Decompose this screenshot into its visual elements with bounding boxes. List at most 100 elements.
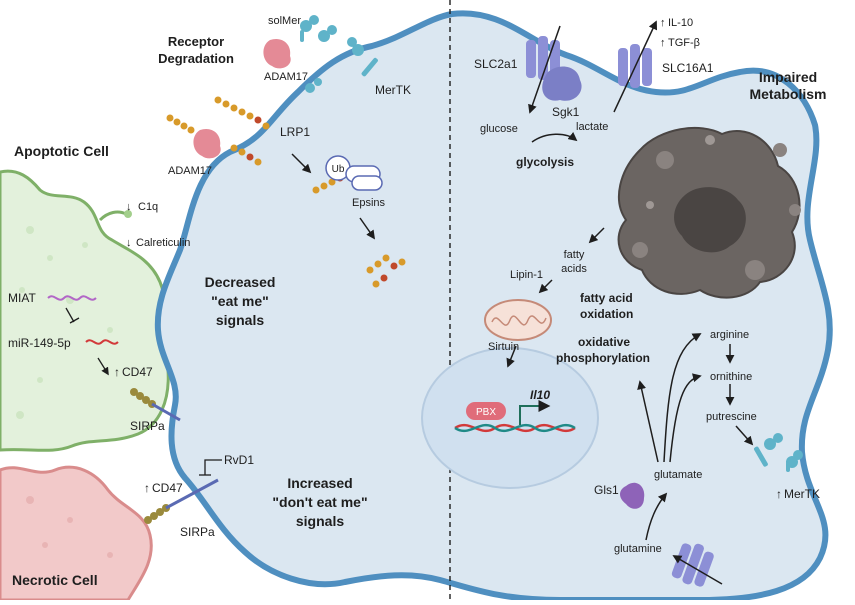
adam17-left-label: ADAM17 <box>168 165 212 177</box>
receptor-degradation-label-2: Degradation <box>158 51 234 66</box>
impaired-label-1: Impaired <box>759 69 817 85</box>
cd47-bottom-arrow: ↑ <box>144 481 150 495</box>
il10-label: IL-10 <box>668 17 693 29</box>
increased-label-1: Increased <box>287 475 352 491</box>
sirtuin-label: Sirtuin <box>488 341 519 353</box>
miat-squiggle <box>47 295 97 301</box>
glutamine-label: glutamine <box>614 543 662 555</box>
oxphos-label-1: oxidative <box>578 335 630 349</box>
mertk-receptor-bottom <box>753 433 783 467</box>
epsins-protein-2 <box>351 175 383 191</box>
calreticulin-arrow: ↓ <box>126 237 132 249</box>
nucleus <box>421 347 599 489</box>
glycolysis-label: glycolysis <box>516 155 574 169</box>
necrotic-debris <box>617 127 801 299</box>
slc16a1-label: SLC16A1 <box>662 61 714 75</box>
decreased-label-2: "eat me" <box>211 293 269 309</box>
calreticulin-label: Calreticulin <box>136 237 190 249</box>
lipin1-label: Lipin-1 <box>510 269 543 281</box>
sirpa-receptor-top <box>151 402 181 422</box>
lrp1-label: LRP1 <box>280 125 310 139</box>
glycolysis-arrow <box>531 131 578 143</box>
gls1-label: Gls1 <box>594 483 619 497</box>
adam17-top-label: ADAM17 <box>264 71 308 83</box>
sirpa-top-label: SIRPa <box>130 419 165 433</box>
mertk-bottom-arrow: ↑ <box>776 487 782 501</box>
fatty-acids-label-2: acids <box>561 263 587 275</box>
dna-helix <box>454 423 576 433</box>
lrp1-internalize-arrow <box>291 153 312 174</box>
sgk1-label: Sgk1 <box>552 105 580 119</box>
sgk1-protein <box>542 66 582 101</box>
pbx-label: PBX <box>476 407 496 418</box>
pbx-protein <box>466 402 506 420</box>
c1q-head <box>124 210 132 218</box>
sirpa-receptor-bottom <box>165 478 219 510</box>
miat-inhibit-bar <box>69 317 80 324</box>
necrotic-vesicles <box>26 496 113 558</box>
mertk-bottom-label: MerTK <box>784 487 820 501</box>
mir149-arrow <box>97 357 109 376</box>
glucose-import-arrow <box>528 25 561 114</box>
il10-gene-label: Il10 <box>530 388 550 402</box>
lrp1-degrade-arrow <box>359 217 376 240</box>
glutamate-ornithine-arrow <box>669 373 702 463</box>
c1q-protein <box>98 210 127 222</box>
mitochondrion <box>484 299 552 341</box>
ornithine-label: ornithine <box>710 371 752 383</box>
putrescine-mertk-arrow <box>735 425 754 446</box>
cd47-top-label: CD47 <box>122 365 153 379</box>
cleaved-mertk-bottom <box>786 450 803 472</box>
fao-label-2: oxidation <box>580 307 633 321</box>
gls1-enzyme <box>620 482 645 509</box>
cd47-bottom-label: CD47 <box>152 481 183 495</box>
transcription-arrow <box>519 400 551 425</box>
slc2a1-label: SLC2a1 <box>474 57 518 71</box>
decreased-label-1: Decreased <box>205 274 276 290</box>
apoptotic-cell-label: Apoptotic Cell <box>14 143 109 159</box>
putrescine-label: putrescine <box>706 411 757 423</box>
increased-label-3: signals <box>296 513 344 529</box>
glutamine-import-arrow <box>672 555 723 585</box>
fao-label-1: fatty acid <box>580 291 633 305</box>
oxphos-label-2: phosphorylation <box>556 351 650 365</box>
necrotic-cell <box>0 465 153 602</box>
decreased-label-3: signals <box>216 312 264 328</box>
debris-fatty-acids-arrow <box>588 227 605 244</box>
mir149-label: miR-149-5p <box>8 336 71 350</box>
receptor-degradation-label-1: Receptor <box>168 34 224 49</box>
il10-arrow: ↑ <box>660 17 666 29</box>
tgfb-arrow: ↑ <box>660 37 666 49</box>
epsins-label: Epsins <box>352 197 386 209</box>
impaired-label-2: Metabolism <box>749 86 826 102</box>
solmer-label: solMer <box>268 15 301 27</box>
mertk-receptor-top <box>347 37 378 77</box>
increased-label-2: "don't eat me" <box>272 494 367 510</box>
ub-label: Ub <box>332 164 345 175</box>
fatty-acids-label-1: fatty <box>564 249 585 261</box>
lrp1-chain-3 <box>230 144 262 166</box>
sirpa-bottom-label: SIRPa <box>180 525 215 539</box>
c1q-arrow: ↓ <box>126 201 132 213</box>
cd47-top-arrow: ↑ <box>114 365 120 379</box>
rvd1-inhibit <box>204 459 222 475</box>
miat-inhibit-arrow <box>65 307 75 323</box>
miat-label: MIAT <box>8 291 36 305</box>
lrp1-chain-2 <box>214 96 270 130</box>
arginine-label: arginine <box>710 329 749 341</box>
mir149-squiggle <box>85 339 119 345</box>
lrp1-chain-1 <box>166 114 195 134</box>
mertk-top-label: MerTK <box>375 83 411 97</box>
tgfb-label: TGF-β <box>668 37 700 49</box>
adam17-enzyme-top <box>263 38 291 69</box>
glucose-label: glucose <box>480 123 518 135</box>
glutamate-arginine-arrow <box>663 333 702 463</box>
c1q-label: C1q <box>138 201 158 213</box>
sirtuin-nucleus-arrow <box>506 345 517 368</box>
necrotic-cell-label: Necrotic Cell <box>12 572 98 588</box>
rvd1-label: RvD1 <box>224 453 254 467</box>
apoptotic-vesicles <box>16 226 113 419</box>
glutamate-label: glutamate <box>654 469 702 481</box>
